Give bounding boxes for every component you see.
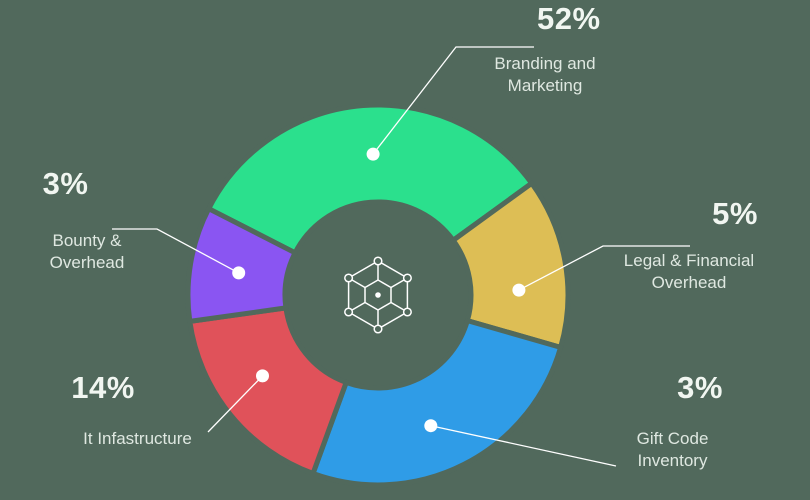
percent-bounty-overhead: 3% [42, 166, 89, 201]
percent-legal-financial-overhead: 5% [712, 196, 758, 231]
donut-slice-branding-and-marketing [206, 102, 535, 256]
label-legal-financial-overhead: Legal & Financial Overhead [623, 251, 755, 293]
leader-line-gift-code-inventory [430, 425, 617, 467]
leader-lines-and-dots [112, 46, 690, 467]
slice-dot-branding-and-marketing [366, 147, 380, 161]
donut-slice-gift-code-inventory [310, 318, 564, 488]
label-it-infastructure: It Infastructure [83, 429, 192, 448]
slice-dot-legal-financial-overhead [512, 283, 526, 297]
donut-slice-it-infastructure [187, 305, 349, 476]
leader-line-branding-and-marketing [372, 46, 534, 155]
network-icon [344, 256, 412, 334]
percent-it-infastructure: 14% [71, 370, 135, 405]
leader-line-it-infastructure [207, 375, 263, 433]
label-bounty-overhead: Bounty & Overhead [49, 231, 125, 273]
slice-dot-bounty-overhead [232, 266, 246, 280]
slice-dot-it-infastructure [256, 369, 269, 383]
donut-slice-bounty-overhead [185, 206, 298, 324]
leader-line-bounty-overhead [112, 228, 240, 274]
label-branding-and-marketing: Branding and Marketing [494, 54, 596, 96]
percent-gift-code-inventory: 3% [677, 370, 723, 405]
donut-slices [185, 102, 571, 488]
label-gift-code-inventory: Gift Code Inventory [636, 429, 709, 471]
donut-slice-legal-financial-overhead [450, 180, 571, 350]
percent-branding-and-marketing: 52% [537, 1, 601, 36]
slice-dot-gift-code-inventory [424, 419, 438, 433]
leader-line-legal-financial-overhead [518, 245, 690, 291]
